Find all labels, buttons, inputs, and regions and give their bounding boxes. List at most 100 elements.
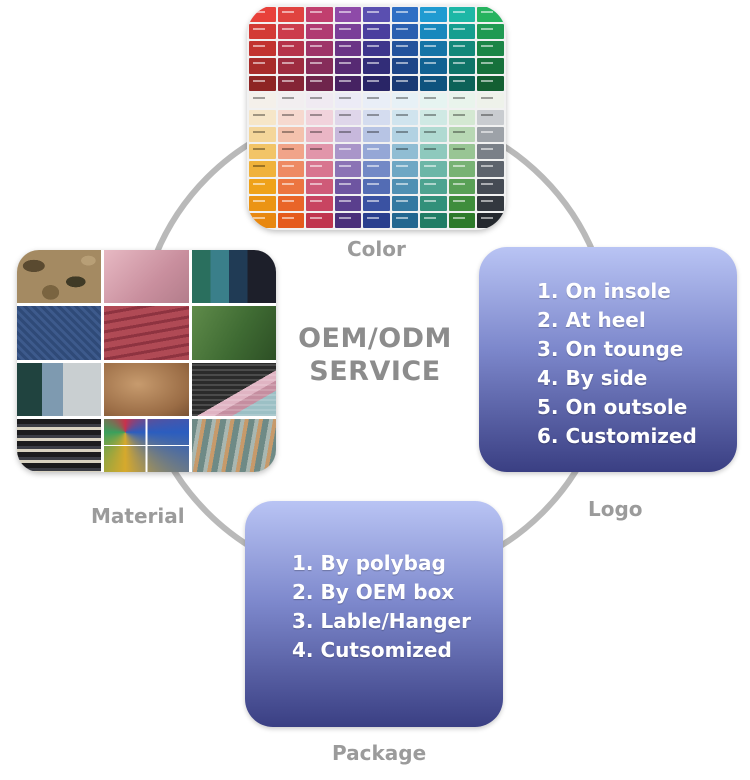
color-swatch xyxy=(420,58,447,74)
color-swatch xyxy=(334,127,362,143)
logo-option: 6. Customized xyxy=(537,424,697,448)
color-swatch xyxy=(306,127,333,143)
color-swatch xyxy=(334,195,362,211)
logo-option: 2. At heel xyxy=(537,308,646,332)
color-swatch xyxy=(363,41,390,57)
color-swatch xyxy=(391,212,419,228)
color-swatch xyxy=(334,7,362,23)
color-swatch xyxy=(391,58,419,74)
color-swatch xyxy=(420,7,447,23)
color-swatch xyxy=(420,144,447,160)
color-swatch xyxy=(334,109,362,126)
color-swatch xyxy=(420,212,447,228)
logo-option: 1. On insole xyxy=(537,279,671,303)
color-swatch xyxy=(420,75,447,91)
color-swatch xyxy=(391,109,419,126)
color-swatch xyxy=(306,178,333,194)
package-caption: Package xyxy=(332,741,427,765)
color-swatch xyxy=(249,7,276,23)
color-swatch xyxy=(249,41,276,57)
suede-fabric-tile xyxy=(104,362,189,416)
green-fabric-tile xyxy=(191,306,276,360)
color-swatch xyxy=(277,127,305,143)
color-swatch xyxy=(420,178,447,194)
color-swatch xyxy=(306,161,333,177)
color-card-tile xyxy=(191,250,276,304)
color-swatch xyxy=(391,75,419,91)
color-swatch xyxy=(306,109,333,126)
color-swatch xyxy=(249,75,276,91)
color-swatch xyxy=(363,58,390,74)
color-swatch xyxy=(249,92,276,108)
color-swatch xyxy=(277,178,305,194)
color-swatch xyxy=(420,41,447,57)
package-option: 2. By OEM box xyxy=(292,580,455,604)
color-swatch xyxy=(277,144,305,160)
color-swatch xyxy=(391,24,419,40)
material-caption: Material xyxy=(91,504,185,528)
color-swatch xyxy=(448,75,476,91)
color-swatch xyxy=(448,195,476,211)
denim-fabric-tile xyxy=(17,306,102,360)
material-samples-image xyxy=(17,250,276,472)
color-swatch xyxy=(477,212,504,228)
color-swatch xyxy=(277,212,305,228)
color-swatch xyxy=(334,75,362,91)
color-swatch xyxy=(420,24,447,40)
color-swatch xyxy=(420,127,447,143)
color-swatch xyxy=(277,109,305,126)
corduroy-fabric-tile xyxy=(104,306,189,360)
color-swatch xyxy=(448,24,476,40)
logo-options-box: 1. On insole 2. At heel 3. On tounge 4. … xyxy=(479,247,737,472)
color-swatch xyxy=(420,195,447,211)
color-swatch xyxy=(306,7,333,23)
center-title-line2: SERVICE xyxy=(309,356,441,387)
color-swatch xyxy=(306,24,333,40)
color-swatch xyxy=(249,144,276,160)
logo-option: 4. By side xyxy=(537,366,648,390)
color-swatch xyxy=(306,41,333,57)
color-swatch xyxy=(448,212,476,228)
logo-option: 5. On outsole xyxy=(537,395,688,419)
color-swatch xyxy=(249,178,276,194)
color-swatch xyxy=(277,75,305,91)
color-swatch xyxy=(391,178,419,194)
color-swatch xyxy=(448,58,476,74)
color-swatch xyxy=(334,212,362,228)
color-swatch xyxy=(477,58,504,74)
color-swatch xyxy=(477,178,504,194)
ribbed-fabric-tile xyxy=(191,418,276,472)
color-swatch xyxy=(306,144,333,160)
color-swatch xyxy=(391,7,419,23)
color-swatch xyxy=(363,195,390,211)
color-swatch xyxy=(334,58,362,74)
center-title: OEM/ODM SERVICE xyxy=(270,322,480,388)
lycra-fabric-tile xyxy=(17,418,102,472)
color-swatch xyxy=(477,92,504,108)
package-options-box: 1. By polybag 2. By OEM box 3. Lable/Han… xyxy=(245,501,503,727)
color-swatch xyxy=(363,75,390,91)
color-swatch xyxy=(391,41,419,57)
color-swatch xyxy=(477,7,504,23)
color-swatch xyxy=(277,24,305,40)
color-swatch xyxy=(334,24,362,40)
color-swatch xyxy=(249,58,276,74)
color-swatch xyxy=(448,144,476,160)
color-swatch xyxy=(420,109,447,126)
color-swatch xyxy=(363,109,390,126)
center-title-line1: OEM/ODM xyxy=(298,323,452,354)
mesh-fabric-tile xyxy=(191,362,276,416)
color-caption: Color xyxy=(347,237,406,261)
color-swatch xyxy=(363,127,390,143)
color-swatch xyxy=(391,127,419,143)
color-swatch xyxy=(420,161,447,177)
color-swatch xyxy=(420,92,447,108)
color-swatch xyxy=(363,92,390,108)
glitter-fabric-tile xyxy=(104,418,189,472)
color-swatch xyxy=(477,127,504,143)
color-swatch xyxy=(277,92,305,108)
package-option: 1. By polybag xyxy=(292,551,446,575)
package-option: 4. Cutsomized xyxy=(292,638,452,662)
color-chart-image xyxy=(247,5,506,230)
color-swatch xyxy=(306,75,333,91)
